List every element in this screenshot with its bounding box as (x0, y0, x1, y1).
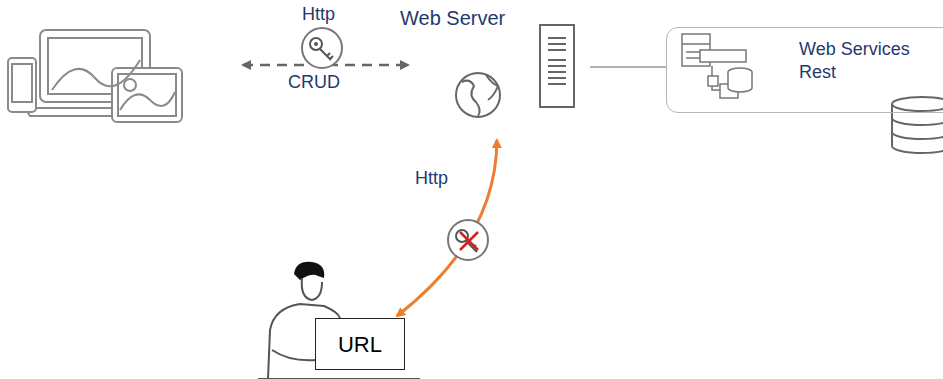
protocol-label: Http (302, 4, 335, 25)
schema-icon (682, 34, 752, 98)
node-text: URL (322, 331, 398, 359)
services-box: Web Services Rest (666, 27, 943, 113)
no-key-icon (448, 220, 488, 260)
database-icon (892, 97, 943, 153)
connector (397, 140, 497, 316)
node-text: Web Services Rest (799, 38, 919, 83)
server-group: Web Server (396, 4, 590, 138)
protocol-label: CRUD (288, 72, 340, 93)
person-icon (258, 262, 420, 379)
key-icon (302, 28, 342, 68)
node-text: Web Server (400, 6, 586, 31)
laptop-screen-box: URL (315, 318, 405, 370)
connector (590, 66, 666, 68)
devices-icon (8, 30, 182, 122)
edge-label: Http (415, 168, 448, 189)
globe-icon (456, 73, 500, 117)
server-icon (540, 25, 574, 107)
